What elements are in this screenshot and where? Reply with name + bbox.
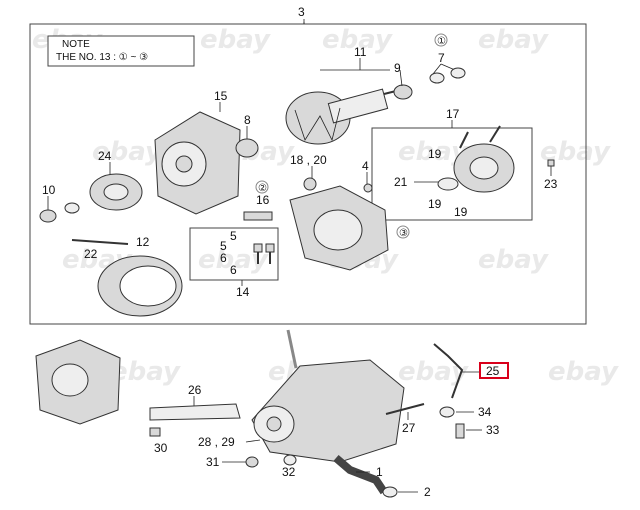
- callout-9: 9: [394, 61, 401, 75]
- note-title: NOTE: [62, 39, 90, 50]
- bracket-part: [437, 177, 459, 191]
- hose-part: [333, 454, 388, 495]
- watermark: ebay: [110, 357, 181, 387]
- callout-32: 32: [282, 465, 296, 479]
- rear-housing-part: [289, 185, 389, 271]
- bolt-part: [71, 239, 129, 245]
- callout-19: 19: [428, 147, 442, 161]
- callout-24: 24: [98, 149, 112, 163]
- callout-6: 6: [230, 263, 237, 277]
- callout-7: 7: [438, 51, 445, 65]
- arrow-connector: [286, 329, 298, 369]
- callout-circled-3: ③: [399, 228, 408, 239]
- callout-19: 19: [454, 205, 468, 219]
- front-housing-part: [154, 111, 241, 215]
- callout-28-29: 28 , 29: [198, 435, 235, 449]
- callout-circled-1: ①: [437, 36, 446, 47]
- callout-25: 25: [486, 364, 500, 378]
- bolt-part: [385, 403, 425, 415]
- oil-pipe-part: [433, 343, 464, 399]
- nut-part: [245, 456, 259, 468]
- clamp-part: [382, 486, 398, 498]
- callout-12: 12: [136, 235, 150, 249]
- callout-33: 33: [486, 423, 500, 437]
- watermark: ebay: [322, 25, 393, 55]
- watermark: ebay: [478, 245, 549, 275]
- watermark-layer: ebay ebay ebay ebay ebay ebay ebay ebay …: [32, 25, 619, 387]
- washer-part: [64, 202, 80, 214]
- callout-19: 19: [428, 197, 442, 211]
- callout-3: 3: [298, 5, 305, 19]
- bearing-part: [235, 138, 259, 158]
- brush-part: [253, 243, 263, 253]
- callout-4: 4: [362, 159, 369, 173]
- callout-16: 16: [256, 193, 270, 207]
- nut-part: [303, 177, 317, 191]
- note-text: THE NO. 13 : ① ~ ③: [56, 52, 148, 63]
- watermark: ebay: [478, 25, 549, 55]
- washer-part: [283, 454, 297, 466]
- callout-31: 31: [206, 455, 220, 469]
- callout-23: 23: [544, 177, 558, 191]
- callout-8: 8: [244, 113, 251, 127]
- callout-34: 34: [478, 405, 492, 419]
- highlight-box: [479, 362, 509, 379]
- washer-part: [439, 406, 455, 418]
- nut-part: [39, 209, 57, 223]
- bearing-part: [393, 84, 413, 100]
- callout-21: 21: [394, 175, 408, 189]
- vacuum-pump-part: [453, 125, 515, 193]
- alternator-assembly: [251, 359, 405, 463]
- o-ring-part: [429, 72, 445, 84]
- callout-18-20: 18 , 20: [290, 153, 327, 167]
- callout-26: 26: [188, 383, 202, 397]
- callout-5: 5: [230, 229, 237, 243]
- brush-part: [265, 243, 275, 253]
- callout-14: 14: [236, 285, 250, 299]
- callout-2: 2: [424, 485, 431, 499]
- plug-part: [547, 159, 555, 167]
- callout-15: 15: [214, 89, 228, 103]
- stator-part: [97, 255, 183, 317]
- bracket-part: [149, 403, 241, 421]
- front-housing-part: [35, 339, 121, 425]
- pulley-part: [89, 173, 143, 211]
- exploded-view-frame: [29, 23, 587, 325]
- rotor-part: [285, 58, 401, 145]
- brush-kit-frame: [189, 227, 279, 281]
- callout-30: 30: [154, 441, 168, 455]
- callout-17: 17: [446, 107, 460, 121]
- bolt-part: [455, 423, 465, 439]
- watermark: ebay: [200, 25, 271, 55]
- callout-circled-2: ②: [258, 183, 267, 194]
- callout-11: 11: [354, 45, 367, 59]
- brush-holder-part: [243, 211, 273, 221]
- callout-10: 10: [42, 183, 56, 197]
- watermark: ebay: [92, 137, 163, 167]
- callout-5: 5: [220, 239, 227, 253]
- bolt-part: [149, 427, 161, 437]
- nut-part: [363, 183, 373, 193]
- callout-6: 6: [220, 251, 227, 265]
- note-box: NOTE THE NO. 13 : ① ~ ③: [47, 35, 195, 67]
- callout-1: 1: [376, 465, 383, 479]
- watermark: ebay: [548, 357, 619, 387]
- callout-27: 27: [402, 421, 416, 435]
- o-ring-part: [450, 67, 466, 79]
- callout-22: 22: [84, 247, 98, 261]
